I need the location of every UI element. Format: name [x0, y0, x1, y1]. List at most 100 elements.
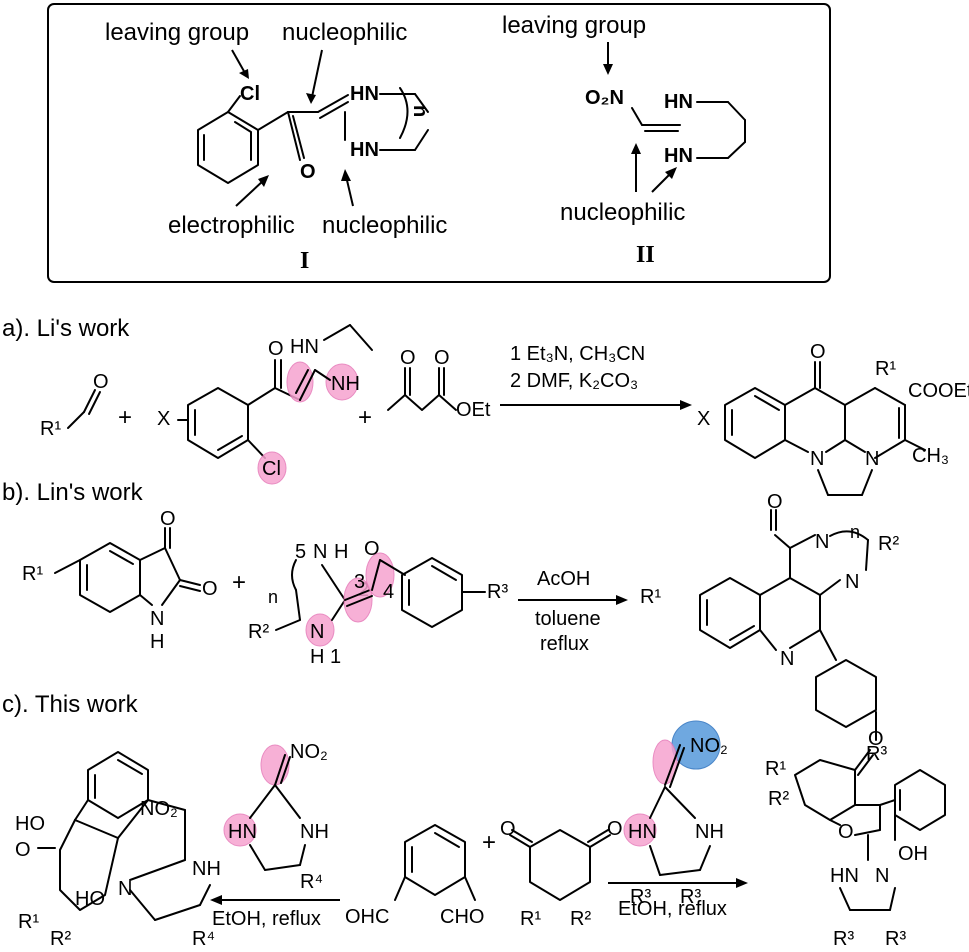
c-dimedone-r2: R²: [570, 908, 591, 930]
leaving-group-label-1: leaving group: [105, 19, 249, 46]
section-c-title: c). This work: [2, 691, 139, 718]
c-right-reagent-hn: HN: [628, 821, 657, 843]
c-left-reagent-r4: R⁴: [300, 871, 323, 893]
c-left-reagent-hn: HN: [228, 821, 257, 843]
section-b-title: b). Lin's work: [2, 479, 144, 506]
b-condition-toluene: toluene: [535, 608, 601, 630]
c-left-reagent-highlight-1: [260, 744, 290, 786]
a-plus-1: +: [118, 404, 132, 431]
b-plus: +: [232, 569, 246, 596]
a-hn: HN: [290, 336, 319, 358]
a-o-ester: O: [434, 347, 450, 369]
a-product-n2: N: [865, 448, 879, 470]
c-left-reagent-highlight-2: [223, 813, 257, 847]
hn-top-II: HN: [664, 91, 693, 113]
b-nlabel: n: [268, 587, 278, 607]
a-product-r1: R¹: [875, 358, 896, 380]
compound-I: leaving group nucleophilic Cl O HN HN n: [105, 19, 447, 274]
c-left-oh: HO: [75, 888, 105, 910]
c-left-o: O: [15, 839, 31, 861]
b-r1: R¹: [22, 563, 43, 585]
c-plus: +: [482, 829, 496, 856]
c-left-n: N: [118, 878, 132, 900]
b-label-3: 3: [354, 571, 365, 593]
b-o: O: [364, 538, 380, 560]
c-left-reagent-nh: NH: [300, 821, 329, 843]
a-nh-highlight: [325, 363, 359, 401]
c-dimedone-o2: O: [607, 818, 623, 840]
c-prod-o-ring: O: [838, 821, 854, 843]
b-label-4: 4: [383, 581, 394, 603]
c-prod-oh: OH: [898, 843, 928, 865]
nucleophilic-top-label: nucleophilic: [282, 19, 407, 46]
c-prod-r3b: R³: [885, 928, 906, 950]
c-prod-r3a: R³: [833, 928, 854, 950]
b-condition-reflux: reflux: [540, 633, 589, 655]
c-left-conditions: EtOH, reflux: [212, 908, 321, 930]
b-product-n-ring: N: [815, 531, 829, 553]
b-product-r1: R¹: [640, 586, 661, 608]
a-condition-2: 2 DMF, K₂CO₃: [510, 370, 638, 392]
hn-bottom: HN: [350, 139, 379, 161]
b-h-top: H: [334, 541, 348, 563]
numeral-I: I: [300, 248, 309, 274]
c-right-reagent-highlight-2: [623, 813, 657, 847]
a-cl-highlight: [257, 451, 287, 485]
c-left-no2: NO₂: [140, 798, 178, 820]
c-right-reagent-nh: NH: [695, 821, 724, 843]
a-product-o: O: [810, 341, 826, 363]
b-label-5: 5: [295, 541, 306, 563]
mechanism-box: [47, 3, 831, 283]
b-label-1: 1: [330, 646, 341, 668]
section-c-scheme: HO NO₂ O R¹ R² HO N NH R⁴ NO₂ HN NH R⁴: [15, 720, 946, 950]
b-isatin-nh: N: [150, 608, 164, 630]
a-x: X: [157, 408, 170, 430]
a-r1: R¹: [40, 418, 61, 440]
a-product-cooet: COOEt: [908, 380, 969, 402]
a-benzene: [187, 387, 249, 459]
b-product-nlabel: n: [850, 522, 860, 542]
c-left-reagent-no2: NO₂: [290, 741, 328, 763]
cl-atom: Cl: [240, 83, 260, 105]
a-cl: Cl: [262, 458, 281, 480]
a-product-x: X: [697, 408, 710, 430]
nucleophilic-bottom-label: nucleophilic: [322, 212, 447, 239]
a-product-ch3: CH₃: [912, 445, 949, 467]
b-n-bottom: N: [310, 621, 324, 643]
o-atom: O: [300, 161, 316, 183]
arrow-lg1: [231, 49, 246, 74]
c-ohc: OHC: [345, 906, 389, 928]
hn-bottom-II: HN: [664, 145, 693, 167]
c-dimedone-r1: R¹: [520, 908, 541, 930]
b-product-r3: R³: [866, 743, 887, 765]
b-product-n: N: [780, 648, 794, 670]
section-b-scheme: R¹ O O N H + 5 N H n R² N H 1 2: [22, 491, 899, 765]
a-o-keto: O: [400, 347, 416, 369]
a-o: O: [268, 338, 284, 360]
arrow-nuc-top: [311, 49, 323, 98]
a-product-n1: N: [810, 448, 824, 470]
b-r2: R²: [248, 621, 269, 643]
section-a-scheme: R¹ O + X Cl O HN NH + O: [40, 324, 969, 496]
c-left-nh: NH: [192, 858, 221, 880]
c-right-reagent-r3a: R³: [630, 886, 651, 908]
a-plus-2: +: [358, 404, 372, 431]
b-product-o: O: [767, 491, 783, 513]
b-product-r2: R²: [878, 533, 899, 555]
c-right-reagent-r3b: R³: [680, 886, 701, 908]
c-prod-r2: R²: [768, 788, 789, 810]
c-dimedone-o1: O: [500, 818, 516, 840]
c-right-reagent-no2: NO₂: [690, 735, 728, 757]
c-left-r2: R²: [50, 928, 71, 950]
c-prod-r1: R¹: [765, 758, 786, 780]
b-r3: R³: [487, 581, 508, 603]
benzene-ring-I: [197, 111, 259, 184]
b-product-n2: N: [845, 571, 859, 593]
c-prod-o-keto: O: [868, 728, 884, 750]
numeral-II: II: [636, 242, 655, 268]
electrophilic-label: electrophilic: [168, 212, 295, 239]
b-h-bottom: H: [310, 646, 324, 668]
leaving-group-label-2: leaving group: [502, 12, 646, 39]
c-right-conditions: EtOH, reflux: [618, 898, 727, 920]
